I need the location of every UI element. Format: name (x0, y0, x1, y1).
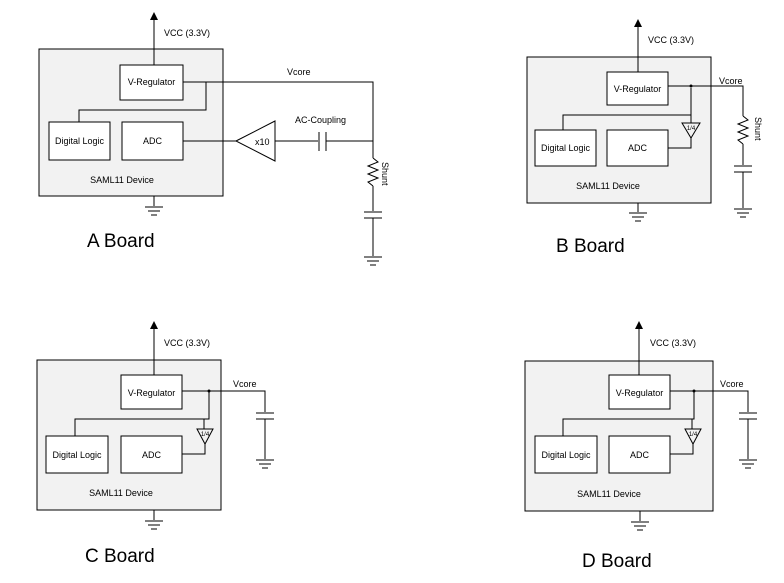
buffer-triangle (196, 428, 214, 446)
buffer-triangle (681, 122, 701, 139)
v-regulator-block (606, 71, 669, 106)
vcore-wire (183, 81, 374, 158)
ground-symbol (629, 212, 647, 222)
vcore-junction (692, 389, 696, 393)
board-title: B Board (556, 236, 625, 257)
ground-symbol (739, 459, 757, 469)
adc-label: ADC (630, 450, 650, 460)
v-regulator-label: V-Regulator (614, 84, 662, 94)
device-label: SAML11 Device (90, 175, 154, 185)
vcore-label: Vcore (287, 67, 311, 77)
vcore-junction (689, 84, 693, 88)
shunt-label: Shunt (753, 117, 763, 141)
vcore-label: Vcore (233, 379, 257, 389)
digital-logic-block (45, 435, 109, 474)
digital-logic-block (534, 129, 597, 167)
buffer-label: 1/4 (687, 126, 696, 132)
board-b: VCC (3.3V) V-Regulator Digital Logic ADC… (526, 19, 763, 257)
device-label: SAML11 Device (576, 181, 640, 191)
digital-logic-label: Digital Logic (55, 136, 105, 146)
ground-symbol (631, 521, 649, 531)
board-d: VCC (3.3V) V-Regulator Digital Logic ADC… (524, 321, 757, 572)
ground-symbol (145, 206, 163, 216)
vcore-label: Vcore (719, 76, 743, 86)
digital-logic-label: Digital Logic (52, 450, 102, 460)
adc-block (120, 435, 183, 474)
ground-symbol (364, 256, 382, 266)
logic-supply-wire (74, 392, 210, 436)
board-title: D Board (582, 551, 652, 572)
ground-symbol (145, 520, 163, 530)
ground-symbol (734, 208, 752, 218)
vcore-label: Vcore (720, 379, 744, 389)
adc-label: ADC (143, 136, 163, 146)
buffer-to-adc-wire (670, 444, 694, 455)
vcore-wire (670, 390, 749, 412)
digital-logic-label: Digital Logic (541, 450, 591, 460)
board-title: A Board (87, 231, 155, 252)
device-label: SAML11 Device (89, 488, 153, 498)
buffer-to-adc-wire (182, 444, 206, 455)
board-a: VCC (3.3V) V-Regulator Digital Logic ADC… (38, 12, 390, 266)
vcc-label: VCC (3.3V) (650, 338, 696, 348)
ac-coupling-label: AC-Coupling (295, 115, 346, 125)
shunt-label: Shunt (380, 162, 390, 186)
v-regulator-label: V-Regulator (616, 388, 664, 398)
vcore-wire (668, 85, 744, 116)
vcc-label: VCC (3.3V) (164, 338, 210, 348)
adc-label: ADC (142, 450, 162, 460)
vcore-junction (207, 389, 211, 393)
logic-supply-wire (562, 392, 695, 436)
vcc-label: VCC (3.3V) (164, 28, 210, 38)
digital-logic-block (534, 435, 598, 474)
adc-block (606, 129, 669, 167)
logic-supply-wire (562, 88, 692, 130)
adc-label: ADC (628, 143, 648, 153)
vcc-label: VCC (3.3V) (648, 35, 694, 45)
v-regulator-label: V-Regulator (128, 388, 176, 398)
board-c: VCC (3.3V) V-Regulator Digital Logic ADC… (36, 321, 274, 567)
buffer-triangle (684, 428, 702, 446)
amplifier-label: x10 (255, 137, 270, 147)
ground-symbol (256, 459, 274, 469)
shunt-resistor (736, 115, 750, 145)
device-label: SAML11 Device (577, 489, 641, 499)
buffer-label: 1/4 (201, 432, 210, 438)
shunt-resistor (366, 157, 380, 187)
v-regulator-block (608, 374, 671, 410)
digital-logic-label: Digital Logic (541, 143, 591, 153)
buffer-label: 1/4 (689, 432, 698, 438)
v-regulator-block (119, 64, 184, 101)
v-regulator-label: V-Regulator (128, 77, 176, 87)
v-regulator-block (120, 374, 183, 410)
board-title: C Board (85, 546, 155, 567)
buffer-to-adc-wire (668, 138, 692, 149)
